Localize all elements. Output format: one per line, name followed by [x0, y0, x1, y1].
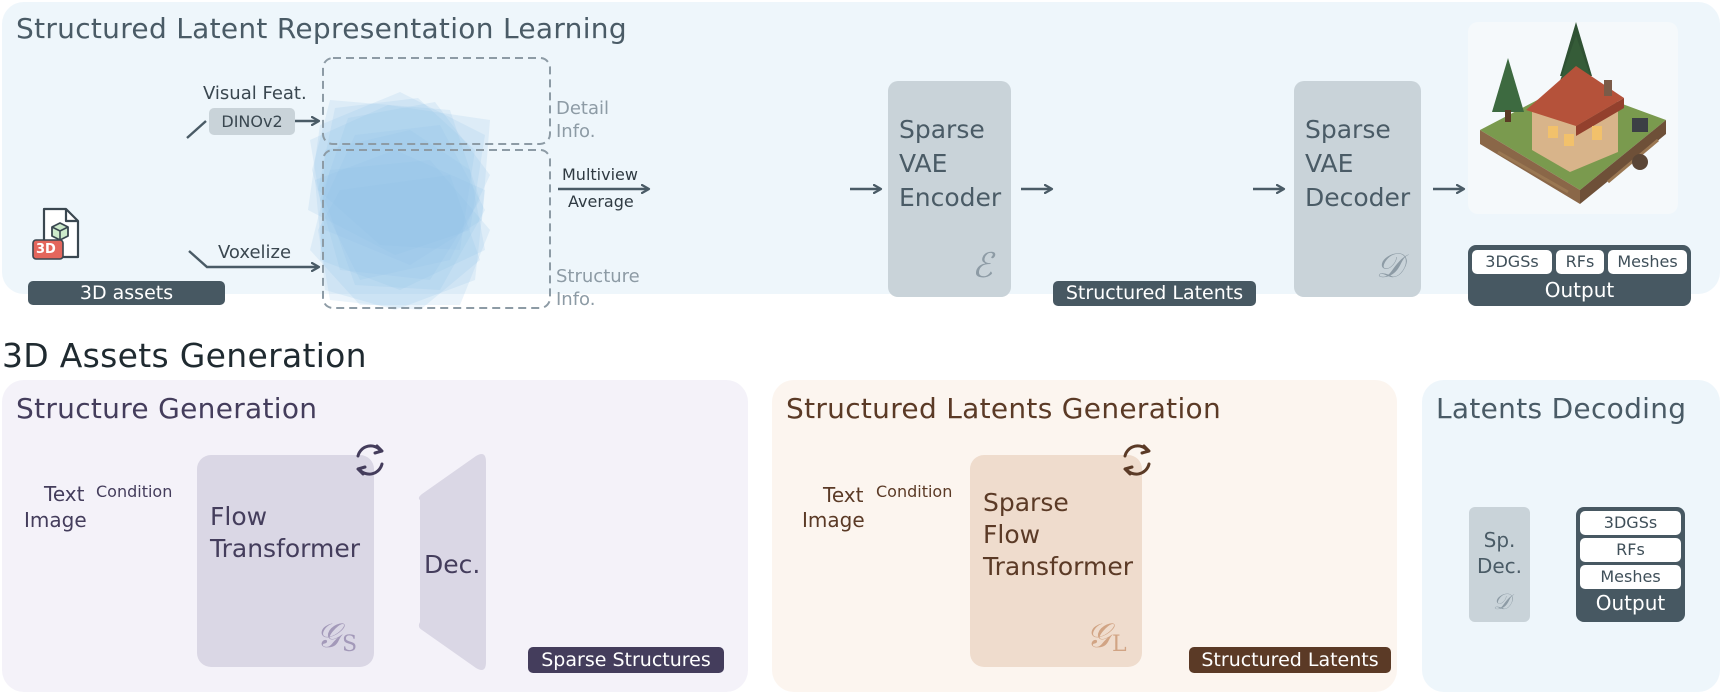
structure-info-label-line2: Info.	[556, 289, 596, 310]
panel-title-latents-decoding: Latents Decoding	[1436, 392, 1687, 425]
flow-transformer-label-line1: Flow	[210, 502, 268, 531]
sparse-decoder-label-line1: Sp.	[1483, 528, 1516, 552]
output-chip-rfs: RFs	[1556, 250, 1604, 274]
structure-generation-panel	[2, 380, 748, 692]
visual-feat-label: Visual Feat.	[203, 83, 307, 104]
flow-transformer-box	[197, 455, 374, 667]
output-chip-rfs-bottom: RFs	[1580, 538, 1681, 562]
dinov2-chip: DINOv2	[209, 108, 295, 135]
output-label-top: Output	[1544, 278, 1615, 302]
detail-info-label-line1: Detail	[556, 98, 610, 119]
sparse-decoder-label-line2: Dec.	[1476, 554, 1523, 578]
output-chip-3dgss-bottom: 3DGSs	[1580, 511, 1681, 535]
image-input-label: Image	[24, 508, 87, 532]
refresh-icon-latents	[1123, 444, 1151, 476]
section-title-generation: 3D Assets Generation	[2, 336, 367, 375]
decoder-label-line1: Sparse	[1305, 115, 1391, 144]
decoder-label-line2: VAE	[1305, 149, 1354, 178]
structure-model-symbol: 𝒢	[316, 616, 341, 656]
condition-label-latents: Condition	[876, 482, 953, 501]
sparse-flow-transformer-label-line2: Flow	[983, 520, 1041, 549]
output-chip-3dgss: 3DGSs	[1472, 250, 1552, 274]
sparse-vae-encoder-box	[888, 81, 1011, 297]
text-input-label-latents: Text	[823, 483, 864, 507]
encoder-label-line2: VAE	[899, 149, 948, 178]
multiview-label: Multiview	[562, 165, 638, 184]
encoder-label-line3: Encoder	[899, 183, 1002, 212]
sparse-structures-tag: Sparse Structures	[528, 647, 724, 673]
sparse-decoder-box	[1469, 507, 1530, 622]
structure-info-label-line1: Structure	[556, 266, 640, 287]
decoder-label-line3: Decoder	[1305, 183, 1411, 212]
encoder-symbol: ℰ	[972, 246, 993, 286]
dec-label: Dec.	[424, 550, 481, 579]
sparse-flow-transformer-box	[970, 455, 1142, 667]
3d-assets-tag: 3D assets	[28, 281, 225, 305]
latents-model-subscript: L	[1112, 632, 1127, 657]
latents-model-symbol: 𝒢	[1086, 616, 1111, 656]
sparse-decoder-symbol: 𝒟	[1493, 590, 1511, 615]
sparse-vae-decoder-box	[1294, 81, 1421, 297]
flow-transformer-label-line2: Transformer	[210, 534, 361, 563]
image-input-label-latents: Image	[802, 508, 865, 532]
voxelize-label: Voxelize	[218, 242, 292, 263]
detail-info-label-line2: Info.	[556, 121, 596, 142]
condition-label: Condition	[96, 482, 173, 501]
house-render-image	[1468, 22, 1678, 214]
sparse-flow-transformer-label-line1: Sparse	[983, 488, 1069, 517]
encoder-label-line1: Sparse	[899, 115, 985, 144]
3d-file-icon	[32, 207, 80, 260]
3d-file-icon-text: 3D	[36, 242, 56, 257]
output-chip-meshes-bottom: Meshes	[1580, 565, 1681, 589]
panel-title-latents-generation: Structured Latents Generation	[786, 392, 1222, 425]
average-label: Average	[568, 192, 634, 211]
output-chip-meshes: Meshes	[1608, 250, 1687, 274]
structured-latents-tag-generation: Structured Latents	[1189, 647, 1391, 673]
panel-title-representation: Structured Latent Representation Learnin…	[16, 12, 627, 45]
panel-title-structure: Structure Generation	[16, 392, 318, 425]
representation-learning-panel	[2, 2, 1720, 294]
decoder-symbol: 𝒟	[1376, 246, 1404, 286]
structured-latents-tag: Structured Latents	[1053, 281, 1256, 306]
refresh-icon-structure	[356, 444, 384, 476]
dec-trapezoid	[418, 454, 486, 670]
multiview-images	[308, 92, 490, 310]
sparse-flow-transformer-label-line3: Transformer	[983, 552, 1134, 581]
structure-model-subscript: S	[342, 632, 358, 657]
text-input-label: Text	[44, 482, 85, 506]
output-label-bottom: Output	[1595, 591, 1666, 615]
